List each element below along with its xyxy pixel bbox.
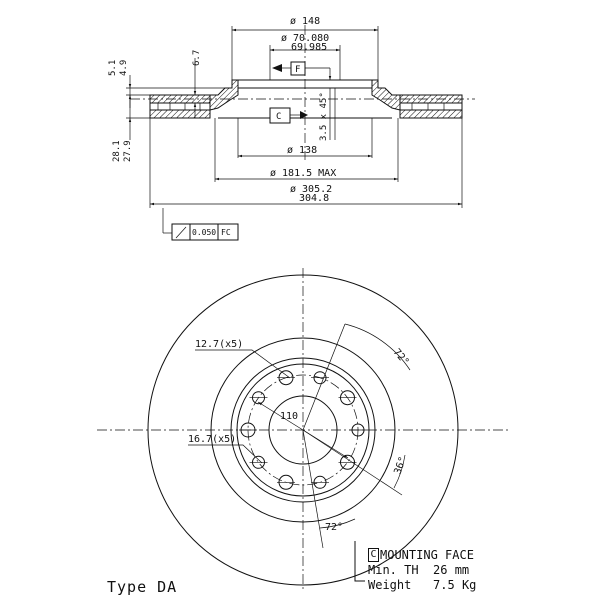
front-view: 110 72° 36° 72° 12.7(x5) 16.7(x5) xyxy=(97,268,508,590)
dimension-305: ø 305.2 304.8 xyxy=(149,118,463,208)
hole-12-7-text: 12.7(x5) xyxy=(195,339,243,350)
type-label: Type DA xyxy=(107,578,178,596)
min-th-label: Min. TH xyxy=(368,563,419,577)
angle-72-top-text: 72° xyxy=(391,347,411,368)
datum-c-label: C xyxy=(276,112,281,122)
weight-value: 7.5 Kg xyxy=(433,578,477,592)
legend-bracket xyxy=(354,541,365,582)
leader-16-7 xyxy=(188,444,263,464)
dimension-181-5: ø 181.5 MAX xyxy=(214,118,399,182)
dimension-69-985-text: 69.985 xyxy=(291,42,327,53)
dimension-6-7: 6.7 xyxy=(192,50,202,118)
min-th-value: 26 mm xyxy=(433,563,470,577)
angle-arc-36 xyxy=(393,454,406,489)
dimension-6-7-text: 6.7 xyxy=(192,50,202,66)
radial-line-right xyxy=(302,429,403,496)
pcd-dimension-line xyxy=(257,401,349,459)
dimension-70-080-text: ø 70.080 xyxy=(281,33,329,44)
mounting-face-label: MOUNTING FACE xyxy=(380,548,474,562)
hole-16-7-text: 16.7(x5) xyxy=(188,434,236,445)
dimension-70: ø 70.080 69.985 xyxy=(269,33,341,80)
leader-12-7 xyxy=(195,349,291,379)
pcd-110-text: 110 xyxy=(280,411,298,422)
dimension-304-8-text: 304.8 xyxy=(299,193,329,204)
radial-line-bottom xyxy=(302,429,324,549)
dimension-28-1: 28.1 27.9 xyxy=(112,88,150,162)
chamfer-text: 3.5 x 45° xyxy=(319,92,329,141)
angle-72-bottom-text: 72° xyxy=(325,522,343,533)
hat-inner-edge xyxy=(236,363,370,497)
hat-outer-edge xyxy=(230,357,376,503)
angle-arc-72-top xyxy=(344,323,411,371)
runout-datum-text: FC xyxy=(221,228,231,237)
bolt-holes xyxy=(239,370,367,490)
friction-ring-right xyxy=(399,94,463,119)
datum-f: F xyxy=(272,61,332,80)
dimension-5-1-text: 5.1 xyxy=(108,60,118,76)
dimension-28-1-text: 28.1 xyxy=(112,140,122,162)
dimension-181-5-text: ø 181.5 MAX xyxy=(270,168,336,179)
mounting-face-c-box: C xyxy=(368,548,379,562)
weight-row: Weight 7.5 Kg xyxy=(368,578,568,593)
weight-label: Weight xyxy=(368,578,412,592)
dimension-305-2-text: ø 305.2 xyxy=(290,184,332,195)
runout-value-text: 0.050 xyxy=(192,228,216,237)
runout-tolerance-frame: 0.050 FC xyxy=(162,208,239,241)
dimension-27-9-text: 27.9 xyxy=(123,140,133,162)
friction-inner-edge xyxy=(210,337,396,523)
dimension-138-text: ø 138 xyxy=(287,145,317,156)
runout-arrow-icon xyxy=(175,226,187,239)
min-thickness-row: Min. TH 26 mm xyxy=(368,563,568,578)
dimension-148-text: ø 148 xyxy=(290,16,320,27)
radial-line-top xyxy=(302,323,346,431)
dimension-148: ø 148 xyxy=(231,16,379,80)
dimension-138: ø 138 xyxy=(237,118,373,158)
datum-f-label: F xyxy=(295,65,300,75)
chamfer-dim: 3.5 x 45° xyxy=(319,88,336,141)
angle-36-text: 36° xyxy=(392,455,409,476)
friction-ring-left xyxy=(149,94,211,119)
outer-disc-edge xyxy=(147,274,459,586)
angle-arc-72-bottom xyxy=(319,518,356,529)
dimension-4-9-text: 4.9 xyxy=(119,60,129,76)
cross-section-view: ø 148 ø 70.080 69.985 F C xyxy=(108,16,475,241)
datum-c: C xyxy=(269,107,308,124)
